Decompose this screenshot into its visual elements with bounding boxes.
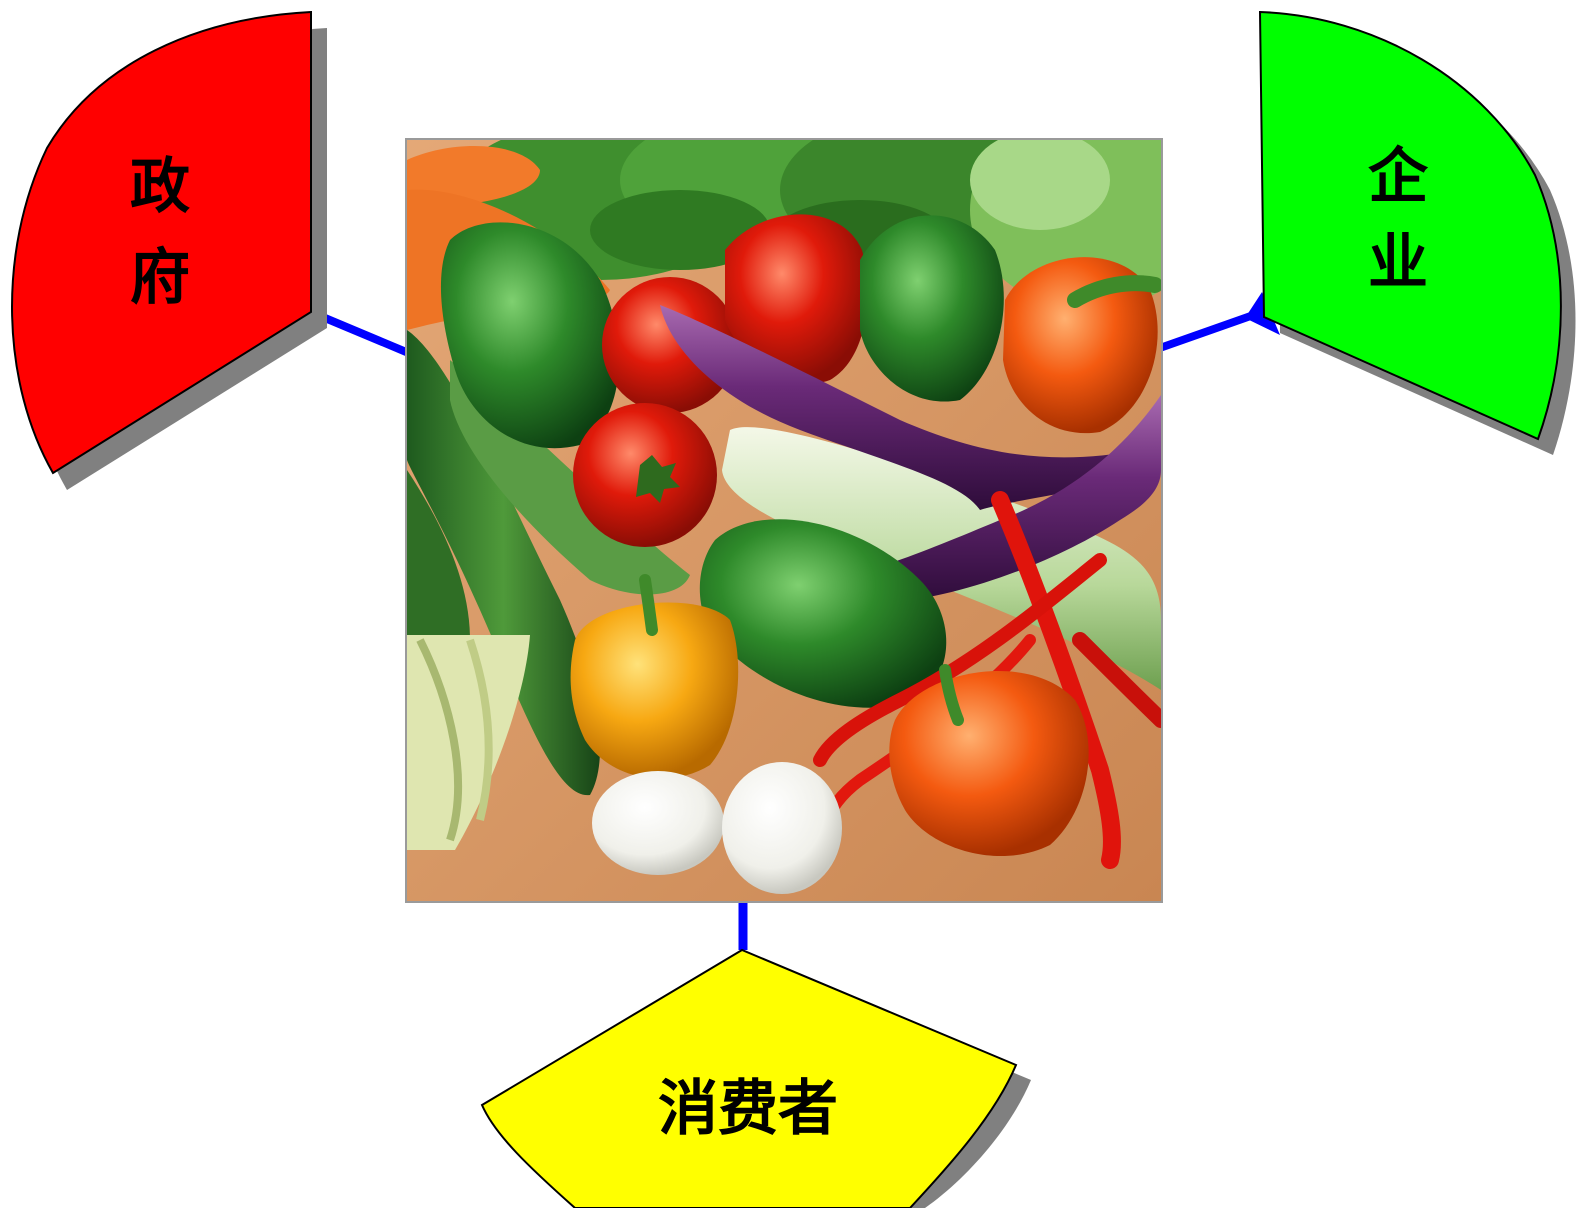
tomato-top xyxy=(602,277,738,413)
orange-pepper-top xyxy=(1003,257,1158,434)
enterprise-label-line2: 业 xyxy=(1368,228,1428,298)
government-label-line2: 府 xyxy=(130,243,190,313)
red-pepper-top xyxy=(725,214,868,384)
yellow-pepper xyxy=(570,602,739,779)
enterprise-node-shape xyxy=(1258,10,1562,441)
green-pepper-top xyxy=(860,215,1004,402)
enterprise-label-line1: 企 xyxy=(1368,142,1429,212)
consumer-label: 消费者 xyxy=(658,1074,838,1144)
egg-right xyxy=(722,762,842,894)
enterprise-node: 企 业 xyxy=(1258,10,1576,455)
government-node: 政 府 xyxy=(11,10,327,490)
connector-enterprise-tip xyxy=(1245,292,1280,335)
orange-pepper-bottom xyxy=(889,671,1089,857)
green-pepper-center xyxy=(699,519,947,708)
consumer-node: 消费者 xyxy=(480,948,1031,1208)
vegetables-photo xyxy=(405,138,1163,903)
government-label-line1: 政 xyxy=(130,152,190,222)
government-node-shape xyxy=(11,10,312,475)
eggplant-upper xyxy=(660,305,1161,510)
egg-left xyxy=(592,771,724,875)
corn xyxy=(407,635,530,850)
green-pepper-left xyxy=(440,222,619,449)
consumer-node-shape xyxy=(480,948,1018,1208)
